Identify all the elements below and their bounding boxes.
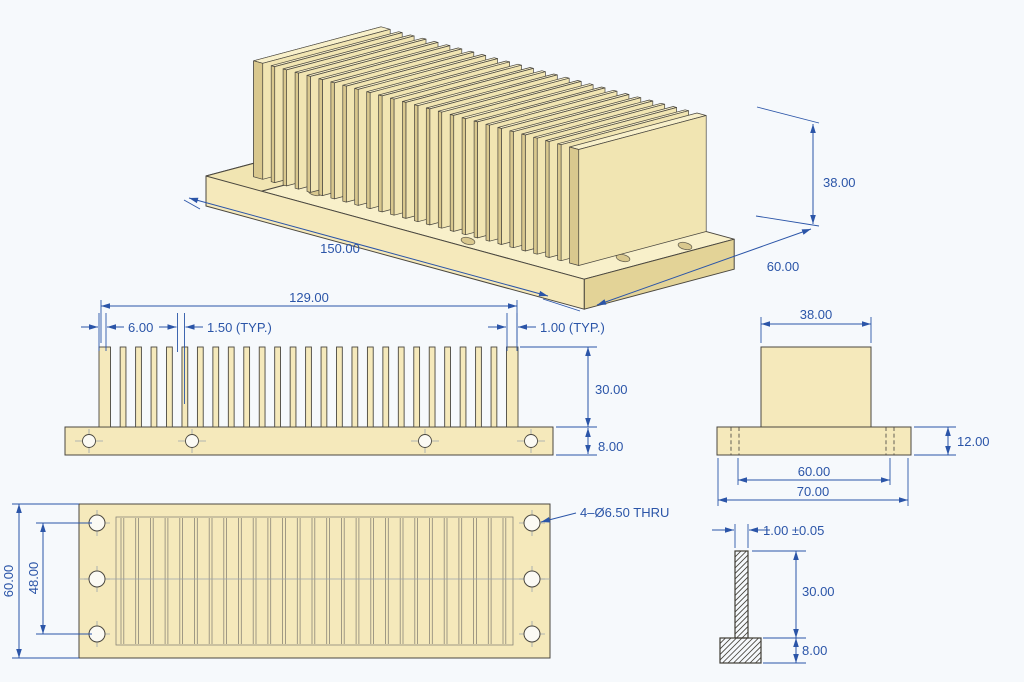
detail-section-view: 1.00 ±0.05 30.00 8.00: [712, 523, 835, 664]
side-flange: [716, 426, 912, 456]
arrowhead: [945, 446, 951, 455]
arrowhead: [189, 197, 199, 204]
side-view: 38.00 12.00 60.00 70.00: [716, 307, 990, 506]
dim-label-section-base-thickness: 8.00: [802, 643, 827, 658]
arrowhead: [738, 477, 747, 483]
dim-label-flange-thickness: 12.00: [957, 434, 990, 449]
front-mounting-holes: [75, 429, 545, 453]
ext-line: [183, 199, 201, 210]
dim-label-height: 38.00: [823, 175, 856, 190]
arrowhead: [801, 229, 811, 235]
arrowhead: [810, 215, 816, 224]
dim-line-depth: [596, 228, 812, 306]
isometric-heatsink-body: [205, 26, 735, 310]
plan-fin-lines: [120, 518, 507, 644]
arrowhead: [185, 324, 195, 330]
arrowhead: [597, 299, 607, 305]
plan-mounting-holes: [84, 510, 545, 647]
arrowhead: [89, 324, 98, 330]
dim-line-length: [188, 197, 549, 297]
arrowhead: [585, 445, 591, 454]
arrowhead: [899, 497, 908, 503]
dim-label-fin-thickness: 1.00 (TYP.): [540, 320, 605, 335]
arrowhead: [541, 517, 551, 523]
arrowhead: [585, 428, 591, 437]
ext-line: [756, 106, 820, 124]
arrowhead: [793, 629, 799, 638]
dim-label-length: 150.00: [320, 241, 360, 256]
arrowhead: [725, 527, 734, 533]
dim-label-hole-spacing: 60.00: [798, 464, 831, 479]
arrowhead: [749, 527, 758, 533]
arrowhead: [538, 290, 548, 297]
arrowhead: [16, 649, 22, 658]
arrowhead: [101, 303, 110, 309]
dim-label-depth: 60.00: [767, 259, 800, 274]
front-base-plate: [64, 426, 554, 456]
arrowhead: [585, 418, 591, 427]
arrowhead: [862, 321, 871, 327]
isometric-view: 150.00 60.00 38.00: [183, 26, 856, 312]
ext-line: [755, 215, 820, 227]
dim-label-plan-depth: 60.00: [1, 565, 16, 598]
dim-label-fin-height: 30.00: [595, 382, 628, 397]
dim-label-section-fin-thickness: 1.00 ±0.05: [763, 523, 824, 538]
dim-label-section-fin-height: 30.00: [802, 584, 835, 599]
plan-view: 60.00 48.00 4–Ø6.50 THRU: [1, 503, 669, 659]
dim-label-flange-width: 70.00: [797, 484, 830, 499]
ext-line: [542, 298, 581, 312]
arrowhead: [585, 347, 591, 356]
arrowhead: [793, 551, 799, 560]
arrowhead: [40, 625, 46, 634]
arrowhead: [881, 477, 890, 483]
arrowhead: [107, 324, 116, 330]
arrowhead: [793, 638, 799, 647]
arrowhead: [167, 324, 177, 330]
arrowhead: [508, 303, 517, 309]
arrowhead: [793, 654, 799, 663]
arrowhead: [497, 324, 506, 330]
side-fin-block: [760, 346, 872, 428]
dim-label-overall-width: 129.00: [289, 290, 329, 305]
plan-fin-region: [115, 516, 514, 646]
section-base-profile: [719, 637, 762, 664]
front-fins: [98, 346, 519, 428]
section-hatching: [720, 551, 761, 663]
arrowhead: [518, 324, 527, 330]
hole-note-label: 4–Ø6.50 THRU: [580, 505, 669, 520]
dim-label-plan-hole-spacing: 48.00: [26, 562, 41, 595]
arrowhead: [16, 504, 22, 513]
arrowhead: [40, 523, 46, 532]
front-view: 129.00 6.00 1.50 (TYP.) 1.00 (TYP.) 30.0…: [64, 290, 628, 456]
arrowhead: [945, 427, 951, 436]
dim-label-end-offset: 6.00: [128, 320, 153, 335]
arrowhead: [718, 497, 727, 503]
arrowhead: [761, 321, 770, 327]
dim-label-fin-gap: 1.50 (TYP.): [207, 320, 272, 335]
dim-label-base-thickness: 8.00: [598, 439, 623, 454]
dim-label-block-width: 38.00: [800, 307, 833, 322]
arrowhead: [810, 124, 816, 133]
